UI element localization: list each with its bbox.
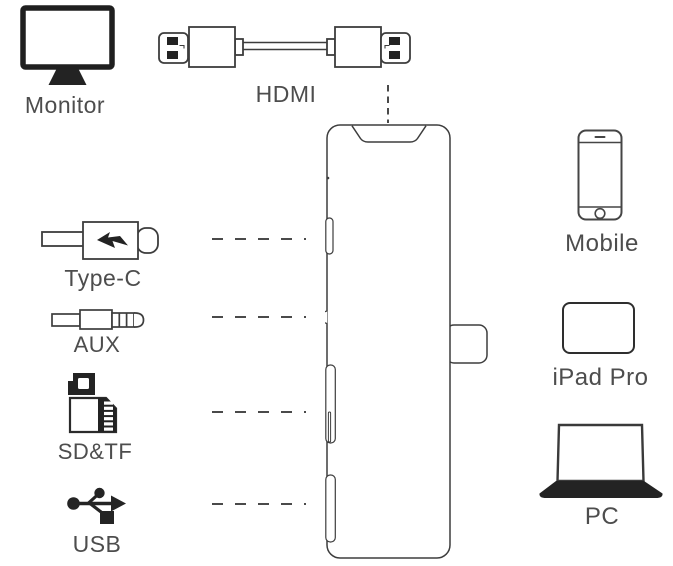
- hdmi-connector-dashed-line: [387, 85, 389, 123]
- usb-c-plug: [445, 324, 488, 364]
- type-c-port: [325, 217, 334, 255]
- hdmi-port-notch: [351, 125, 427, 143]
- usb-connector-dashed-line: [212, 503, 306, 505]
- laptop-icon: [539, 423, 663, 500]
- aux-port: [325, 310, 328, 325]
- ipad-pro-label: iPad Pro: [552, 364, 649, 391]
- aux-label: AUX: [73, 332, 121, 357]
- lightning-bolt-glyph: [97, 232, 128, 248]
- usb-c-hub-illustration: [325, 123, 491, 563]
- ipad-tablet-icon: [562, 302, 635, 354]
- type-c-label: Type-C: [64, 265, 142, 291]
- hdmi-label: HDMI: [255, 81, 317, 107]
- sd-tf-connector-dashed-line: [212, 411, 306, 413]
- usb-label: USB: [72, 531, 122, 557]
- type-c-connector-icon: [40, 220, 166, 262]
- usb-port-slot: [325, 474, 336, 543]
- laptop-base: [539, 481, 663, 498]
- usb-trident-icon: [62, 481, 129, 527]
- laptop-screen: [556, 423, 645, 483]
- aux-connector-dashed-line: [212, 316, 306, 318]
- monitor-label: Monitor: [24, 92, 106, 118]
- sd-tf-label: SD&TF: [57, 439, 133, 464]
- hub-body: [326, 124, 451, 559]
- monitor-icon: [18, 5, 118, 89]
- type-c-connector-dashed-line: [212, 238, 306, 240]
- hdmi-cable-icon: [156, 25, 413, 69]
- monitor-screen: [20, 5, 115, 70]
- mobile-phone-icon: [577, 129, 623, 221]
- pc-label: PC: [584, 503, 620, 530]
- sd-tf-cards-icon: [64, 370, 120, 436]
- mobile-label: Mobile: [565, 230, 639, 257]
- aux-jack-icon: [50, 306, 146, 332]
